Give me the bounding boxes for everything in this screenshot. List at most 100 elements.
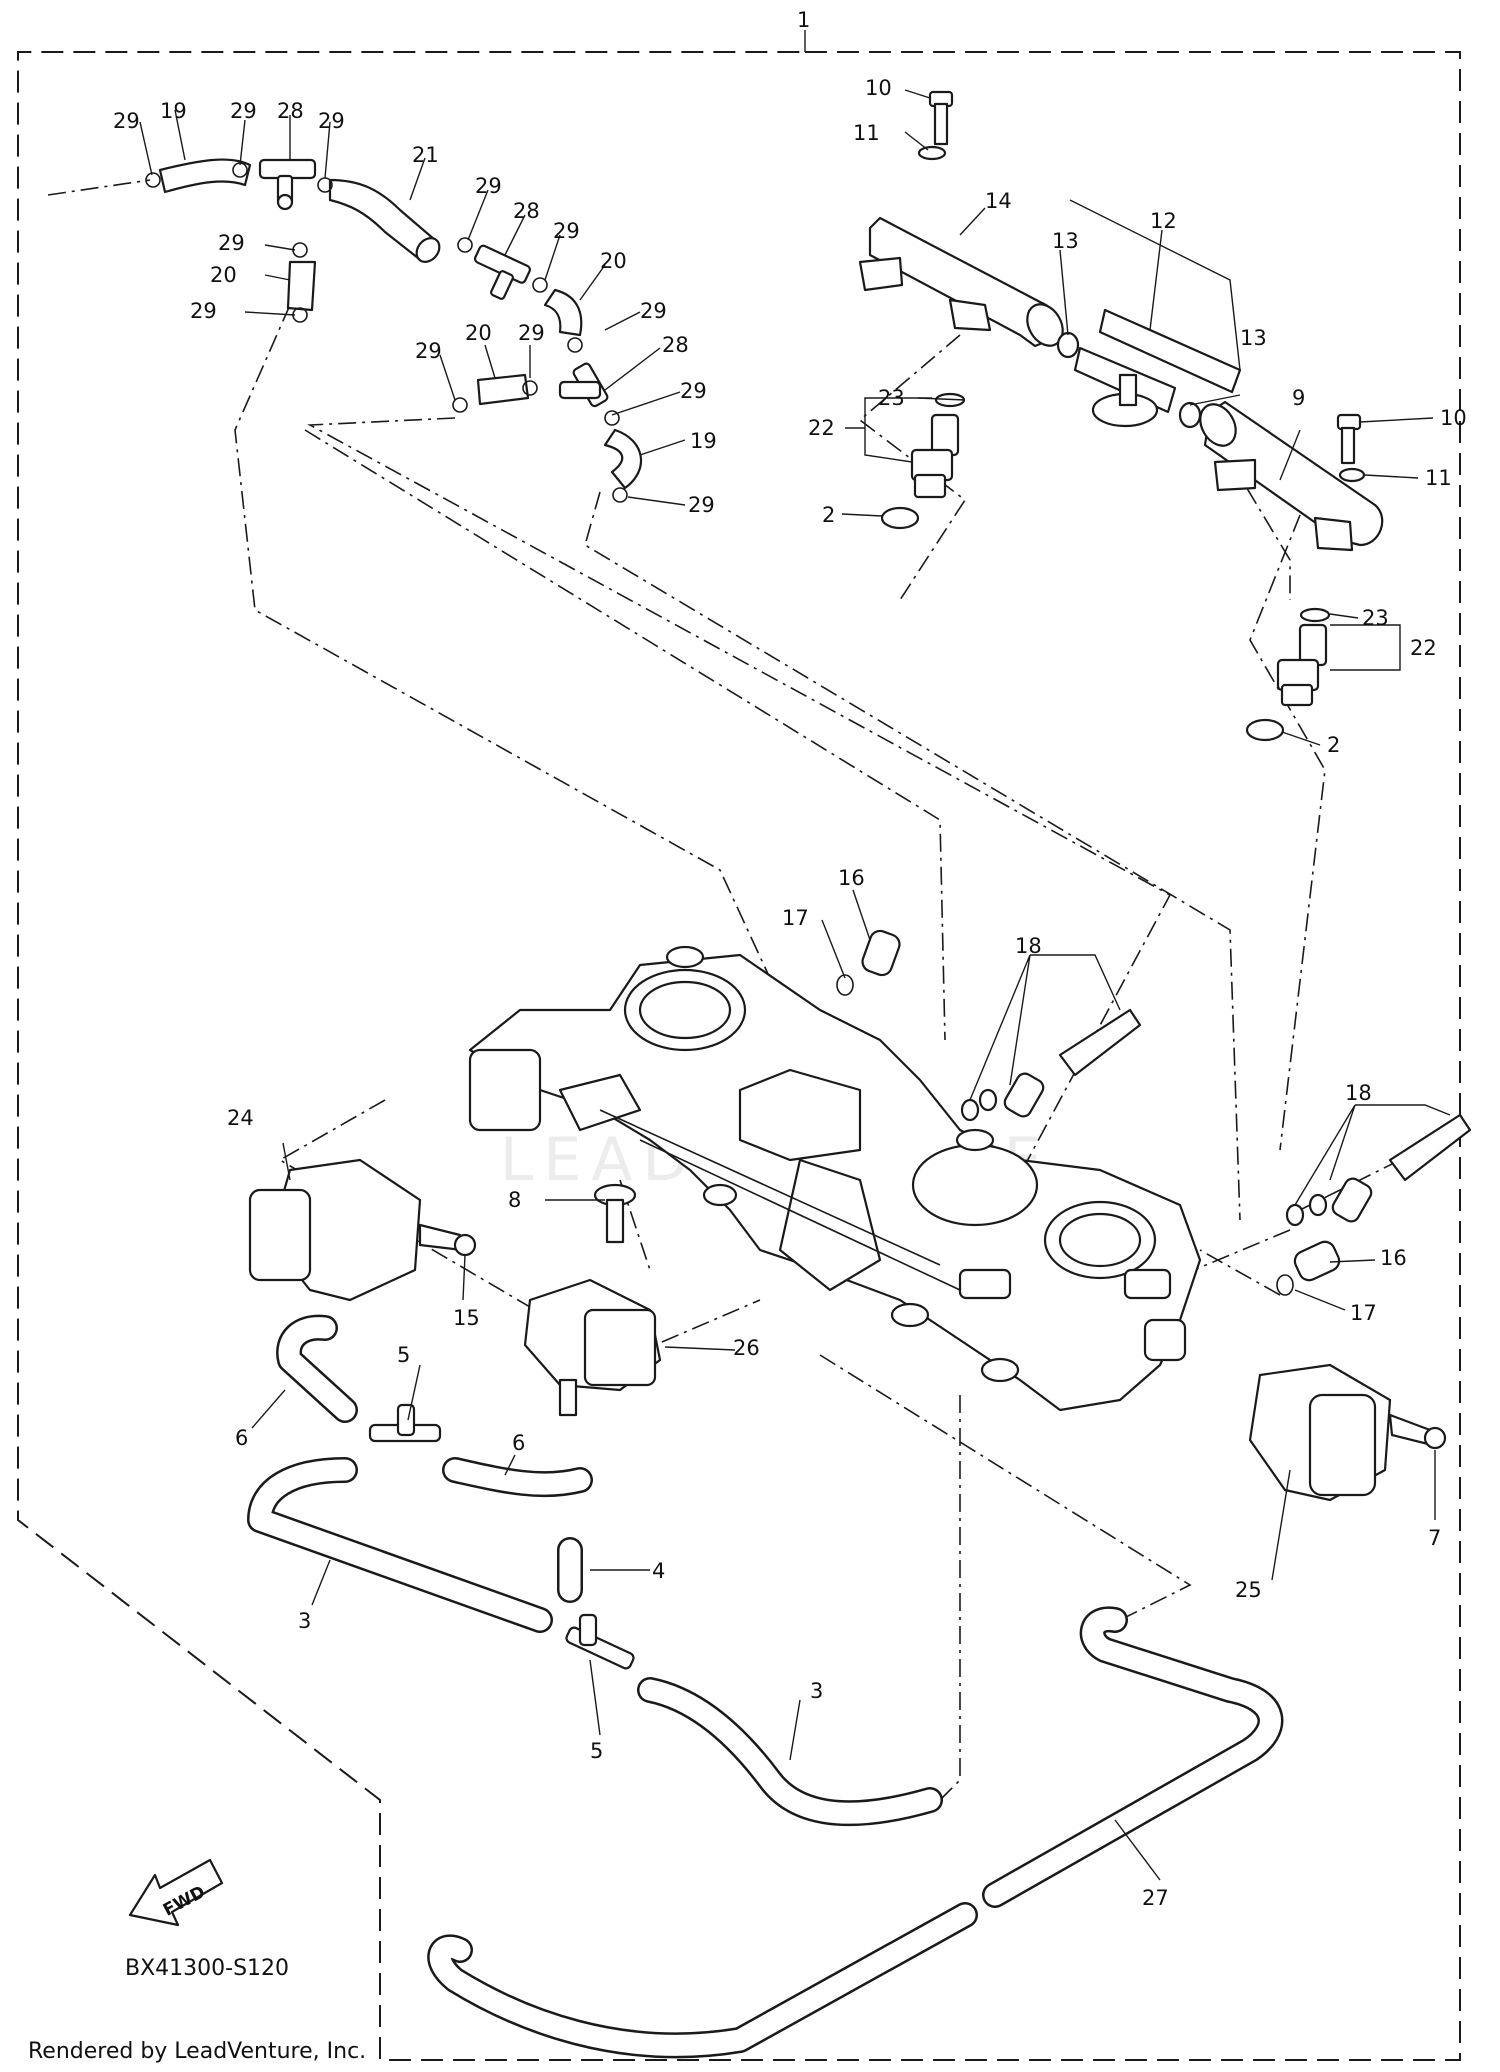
bypass-screw-kits [836,929,1472,1296]
callout-23: 23 [1362,606,1389,630]
clip-17-top [836,974,854,996]
callout-4: 4 [652,1559,665,1583]
seal-2-left [880,506,920,530]
pilot-screw-18-top [1058,1008,1142,1077]
callout-15: 15 [453,1306,480,1330]
callout-20: 20 [465,321,492,345]
bolt-10-top [928,90,954,146]
callout-13: 13 [1052,229,1079,253]
throttle-position-sensor-24 [248,1158,477,1302]
vacuum-hose-assembly [145,158,643,503]
callout-14: 14 [985,189,1012,213]
throttle-body [468,945,1202,1412]
screw-15 [453,1233,477,1257]
vacuum-hose-19-lower [603,428,643,490]
callout-23: 23 [878,386,905,410]
callout-13: 13 [1240,326,1267,350]
callout-6: 6 [512,1431,525,1455]
callout-2: 2 [822,503,835,527]
fuel-injector-22-left [880,392,966,530]
callout-11: 11 [1425,466,1452,490]
forward-direction-arrow: FWD [128,1858,224,1927]
callout-29: 29 [113,109,140,133]
sensors [248,1158,1447,1502]
washer-11-top [917,145,947,161]
callout-29: 29 [640,299,667,323]
callout-21: 21 [412,143,439,167]
seal-2-right [1245,718,1285,742]
drawing-code: BX41300-S120 [125,1956,289,1981]
callout-18: 18 [1345,1081,1372,1105]
callout-5: 5 [590,1739,603,1763]
callout-29: 29 [475,174,502,198]
callout-3: 3 [810,1679,823,1703]
callout-29: 29 [190,299,217,323]
three-way-joint-28-middle [473,244,531,300]
callout-16: 16 [838,866,865,890]
callout-29: 29 [553,219,580,243]
callout-18: 18 [1015,934,1042,958]
o-ring-13-left [1056,331,1080,359]
callout-29: 29 [218,231,245,255]
washer-11-right [1338,467,1366,483]
footer-credit: Rendered by LeadVenture, Inc. [28,2039,366,2064]
callout-5: 5 [397,1343,410,1367]
leader-lines [139,89,1451,1881]
callout-labels: 1 29 19 29 28 29 21 29 28 29 20 29 20 29… [113,8,1467,1910]
fuel-delivery-assembly [858,90,1384,742]
vacuum-hose-20-c [476,373,530,406]
throttle-position-sensor-25 [1248,1363,1447,1502]
screw-8 [593,1183,637,1244]
clip-17-right [1276,1274,1294,1296]
callout-6: 6 [235,1426,248,1450]
cap-16-right [1293,1240,1341,1282]
callout-25: 25 [1235,1578,1262,1602]
o-ring-23-right [1299,607,1331,623]
callout-11: 11 [853,121,880,145]
callout-9: 9 [1292,386,1305,410]
callout-8: 8 [508,1188,521,1212]
callout-2: 2 [1327,733,1340,757]
lower-hoses [247,1314,1284,2059]
callout-10: 10 [865,76,892,100]
callout-28: 28 [513,199,540,223]
callout-20: 20 [210,263,237,287]
callout-29: 29 [688,493,715,517]
vacuum-hose-20-b [286,260,317,312]
callout-3: 3 [298,1609,311,1633]
callout-28: 28 [662,333,689,357]
fuel-injector-22-right [1245,607,1331,742]
fuel-pressure-regulator-12 [1073,308,1242,428]
callout-19: 19 [160,99,187,123]
assembly-frame [17,51,1461,2061]
callout-28: 28 [277,99,304,123]
callout-10: 10 [1440,406,1467,430]
callout-17: 17 [1350,1301,1377,1325]
callout-29: 29 [518,321,545,345]
t-joint-5-bottom [565,1613,635,1670]
callout-20: 20 [600,249,627,273]
callout-1: 1 [797,8,810,32]
hose-clips-29 [145,162,628,503]
callout-29: 29 [415,339,442,363]
callout-7: 7 [1428,1526,1441,1550]
callout-27: 27 [1142,1886,1169,1910]
pilot-screw-18-right [1388,1113,1472,1182]
three-way-joint-28-top [258,158,317,211]
bolt-10-right [1336,413,1362,465]
callout-26: 26 [733,1336,760,1360]
cap-16-top [861,929,901,977]
callout-29: 29 [230,99,257,123]
three-way-joint-28-lower [558,362,609,408]
t-joint-5-top [368,1403,442,1443]
callout-29: 29 [680,379,707,403]
o-ring-13-right [1178,401,1202,429]
callout-16: 16 [1380,1246,1407,1270]
callout-22: 22 [808,416,835,440]
map-sensor-26 [523,1278,662,1417]
vacuum-hose-19-top [158,158,252,194]
callout-12: 12 [1150,209,1177,233]
screw-7 [1423,1426,1447,1450]
